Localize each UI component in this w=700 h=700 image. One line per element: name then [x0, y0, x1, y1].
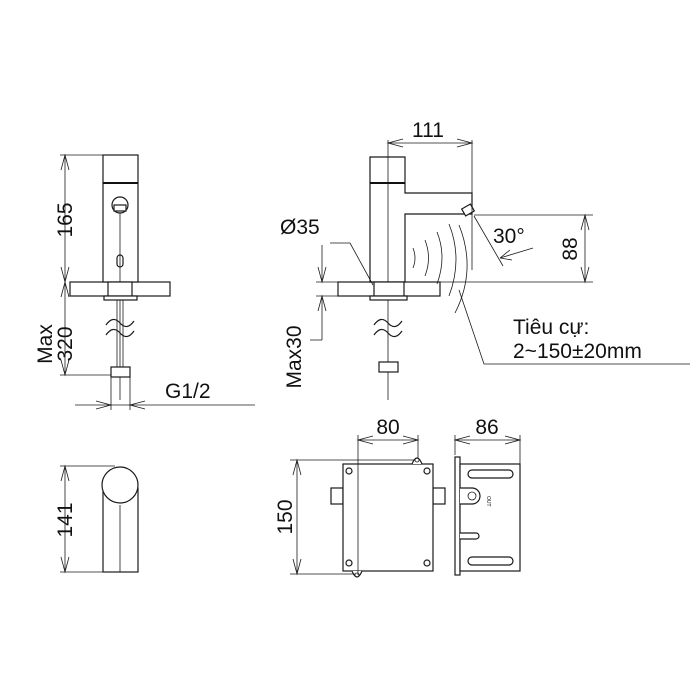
port-out-label: OUT	[485, 496, 491, 507]
box-depth-86-label: 86	[475, 416, 498, 439]
depth-141-label: 141	[54, 502, 77, 537]
height-165-label: 165	[54, 202, 77, 237]
sensor-range-value: 2~150±20mm	[513, 340, 642, 363]
faucet-side-body	[369, 156, 473, 283]
control-box-front: 80 150	[274, 416, 446, 578]
control-box-side: OUT 86	[453, 416, 522, 576]
box-height-150-label: 150	[274, 499, 297, 534]
thread-g12-label: G1/2	[165, 380, 211, 403]
sensor-range-title: Tiêu cự:	[513, 316, 589, 339]
pipe-length-320-label: 320	[54, 326, 77, 361]
diameter-35-label: Ø35	[280, 216, 320, 239]
faucet-top-head	[101, 466, 139, 504]
top-view: 141	[54, 464, 139, 574]
front-view: 165 Max 320 G1/2	[34, 153, 255, 410]
reach-111-label: 111	[412, 119, 444, 142]
sensor-wave-icon	[412, 223, 468, 314]
box-width-80-label: 80	[376, 416, 399, 439]
side-view: 111 30° 88 Ø35 Max30 Tiêu cự: 2~150±20mm	[280, 119, 690, 400]
counter-thickness-label: Max30	[283, 325, 306, 388]
angle-30-label: 30°	[493, 225, 525, 248]
control-box	[342, 463, 434, 572]
inlet-fitting	[110, 366, 131, 378]
max-label: Max	[34, 324, 57, 364]
spout-height-88-label: 88	[559, 237, 582, 260]
